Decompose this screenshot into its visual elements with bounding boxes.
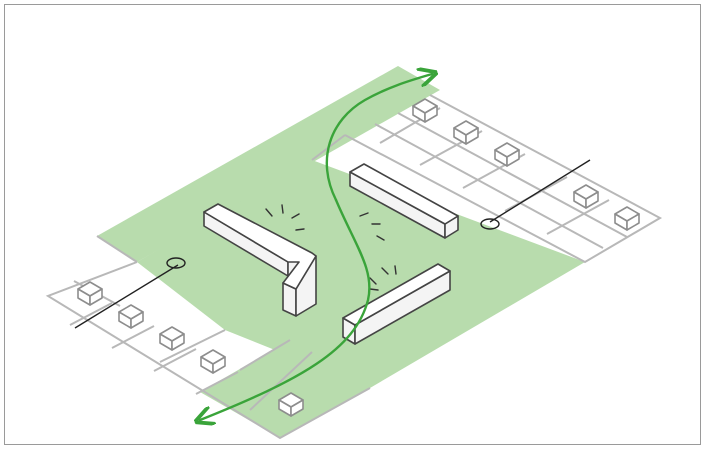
- green-space-upper: [97, 66, 440, 262]
- car-icon: [453, 120, 479, 145]
- car-icon: [200, 349, 226, 374]
- green-space-lower: [200, 340, 370, 438]
- car-icons-left: [77, 281, 304, 417]
- green-arrow-path: [200, 198, 371, 420]
- road-left: [74, 264, 179, 329]
- car-icons-right: [412, 98, 640, 231]
- car-icon: [573, 184, 599, 209]
- car-icon: [494, 142, 520, 167]
- car-icon: [278, 392, 304, 417]
- activity-marks: [265, 204, 397, 291]
- arrow-icon: [325, 74, 432, 202]
- turnaround-left: [166, 257, 186, 269]
- car-icon: [614, 206, 640, 231]
- turnaround-right: [480, 218, 500, 230]
- building-l-shaped: [203, 203, 317, 317]
- car-icon: [118, 304, 144, 329]
- car-icon: [77, 281, 103, 306]
- road-right: [489, 159, 591, 223]
- car-icon: [412, 98, 438, 123]
- green-space-center: [137, 160, 585, 388]
- building-upper-right: [349, 163, 459, 239]
- car-icon: [159, 326, 185, 351]
